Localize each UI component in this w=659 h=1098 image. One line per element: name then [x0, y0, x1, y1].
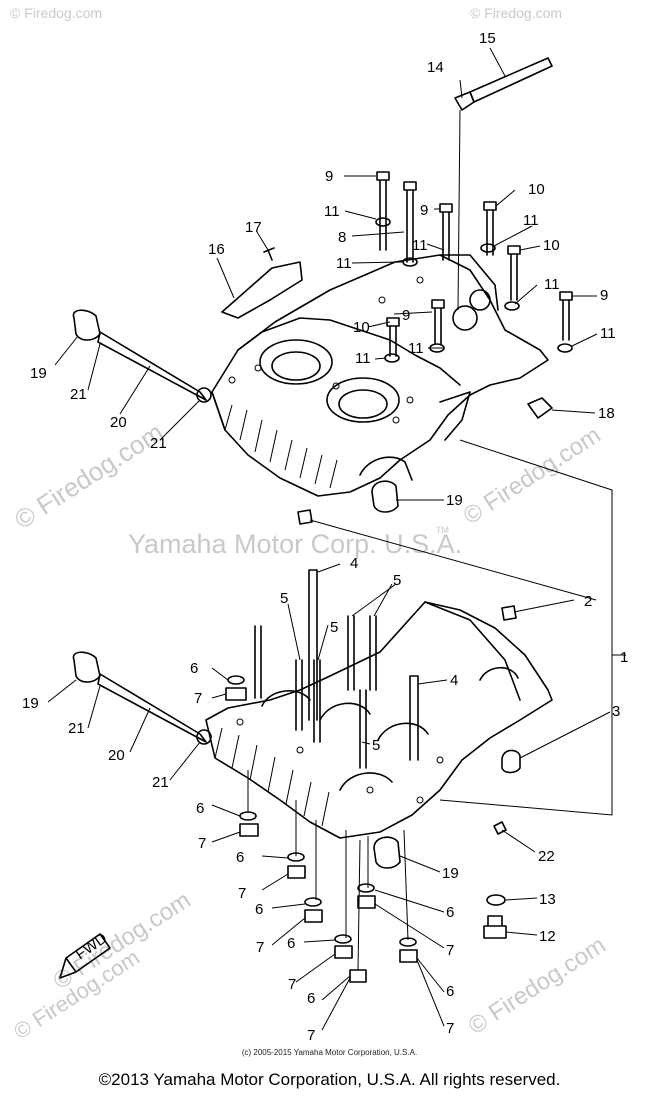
callout-11f: 11: [600, 325, 616, 342]
dowel-pin-2a: [297, 509, 313, 525]
callout-6b: 6: [196, 800, 204, 817]
callout-12: 12: [539, 928, 556, 945]
callout-5b: 5: [330, 619, 338, 636]
callout-8: 8: [338, 229, 346, 246]
callout-16: 16: [208, 241, 225, 258]
watermark-site-left: © Firedog.com: [9, 417, 169, 535]
callout-11b: 11: [336, 255, 352, 272]
callout-6a: 6: [190, 660, 198, 677]
callout-10b: 10: [543, 237, 560, 254]
watermarks: Yamaha Motor Corp. U.S.A. TM © Firedog.c…: [9, 5, 611, 1044]
copyright-main: ©2013 Yamaha Motor Corporation, U.S.A. A…: [98, 1070, 561, 1089]
callout-5a: 5: [280, 590, 288, 607]
watermark-center: Yamaha Motor Corp. U.S.A.: [128, 529, 462, 559]
upper-mount-shaft: [72, 309, 399, 513]
watermark-site-right: © Firedog.com: [459, 421, 606, 530]
callout-5c: 5: [393, 572, 401, 589]
callout-21d: 21: [152, 774, 169, 791]
bracket-16: [221, 261, 303, 319]
screw-17: [263, 247, 275, 261]
callout-7e: 7: [288, 976, 296, 993]
callout-19d: 19: [442, 865, 459, 882]
studs: [254, 569, 419, 769]
callout-4b: 4: [450, 672, 458, 689]
callout-6f: 6: [307, 990, 315, 1007]
callout-11g: 11: [408, 340, 424, 357]
callout-14: 14: [427, 59, 444, 76]
callout-19a: 19: [30, 365, 47, 382]
watermark-top-right: © Firedog.com: [470, 5, 562, 21]
callout-13: 13: [539, 891, 556, 908]
callout-7c: 7: [238, 885, 246, 902]
callout-21c: 21: [68, 720, 85, 737]
watermark-tm: TM: [436, 525, 449, 535]
callout-7f: 7: [307, 1027, 315, 1044]
callout-11c: 11: [412, 237, 428, 254]
callout-4a: 4: [350, 555, 358, 572]
leader-lines: [47, 47, 626, 1031]
callout-10a: 10: [528, 181, 545, 198]
callout-6h: 6: [446, 983, 454, 1000]
upper-crankcase: [211, 254, 549, 497]
breather-pipe: [454, 57, 553, 311]
callout-9a: 9: [325, 168, 333, 185]
callout-15: 15: [479, 30, 496, 47]
callout-22: 22: [538, 848, 555, 865]
callout-7d: 7: [256, 939, 264, 956]
callout-7h: 7: [446, 1020, 454, 1037]
callout-10c: 10: [353, 319, 370, 336]
watermark-top-left: © Firedog.com: [10, 5, 102, 21]
callout-11d: 11: [523, 212, 539, 229]
callout-6c: 6: [236, 849, 244, 866]
callout-6e: 6: [287, 935, 295, 952]
callout-19b: 19: [446, 492, 463, 509]
callout-9c: 9: [600, 287, 608, 304]
callout-6d: 6: [255, 901, 263, 918]
callout-2: 2: [584, 593, 592, 610]
callout-21b: 21: [150, 435, 167, 452]
callout-1: 1: [620, 649, 628, 666]
callout-7a: 7: [194, 690, 202, 707]
callout-7g: 7: [446, 942, 454, 959]
callout-11h: 11: [355, 350, 371, 367]
callout-18: 18: [598, 405, 615, 422]
upper-bolts: [375, 171, 573, 363]
callout-11a: 11: [324, 203, 340, 220]
lower-mount-shaft: [72, 651, 521, 869]
callout-7b: 7: [198, 835, 206, 852]
lower-crankcase: [205, 601, 553, 839]
callout-6g: 6: [446, 904, 454, 921]
dowel-pin-2b: [501, 605, 517, 621]
callout-9d: 9: [402, 307, 410, 324]
callout-3: 3: [612, 703, 620, 720]
watermark-site-bottom-right: © Firedog.com: [464, 931, 611, 1040]
callout-5d: 5: [372, 737, 380, 754]
callout-20b: 20: [108, 747, 125, 764]
callout-20a: 20: [110, 414, 127, 431]
callout-17: 17: [245, 219, 262, 236]
callout-11e: 11: [544, 276, 560, 293]
copyright-small: (c) 2005-2015 Yamaha Motor Corporation, …: [241, 1048, 418, 1057]
clip-18: [527, 397, 553, 419]
callout-19c: 19: [22, 695, 39, 712]
callout-21a: 21: [70, 386, 87, 403]
callout-9b: 9: [420, 202, 428, 219]
callout-labels: 1 2 3 4 4 5 5 5 5 6 6 6 6 6 6 6 6 7 7 7 …: [22, 30, 628, 1044]
